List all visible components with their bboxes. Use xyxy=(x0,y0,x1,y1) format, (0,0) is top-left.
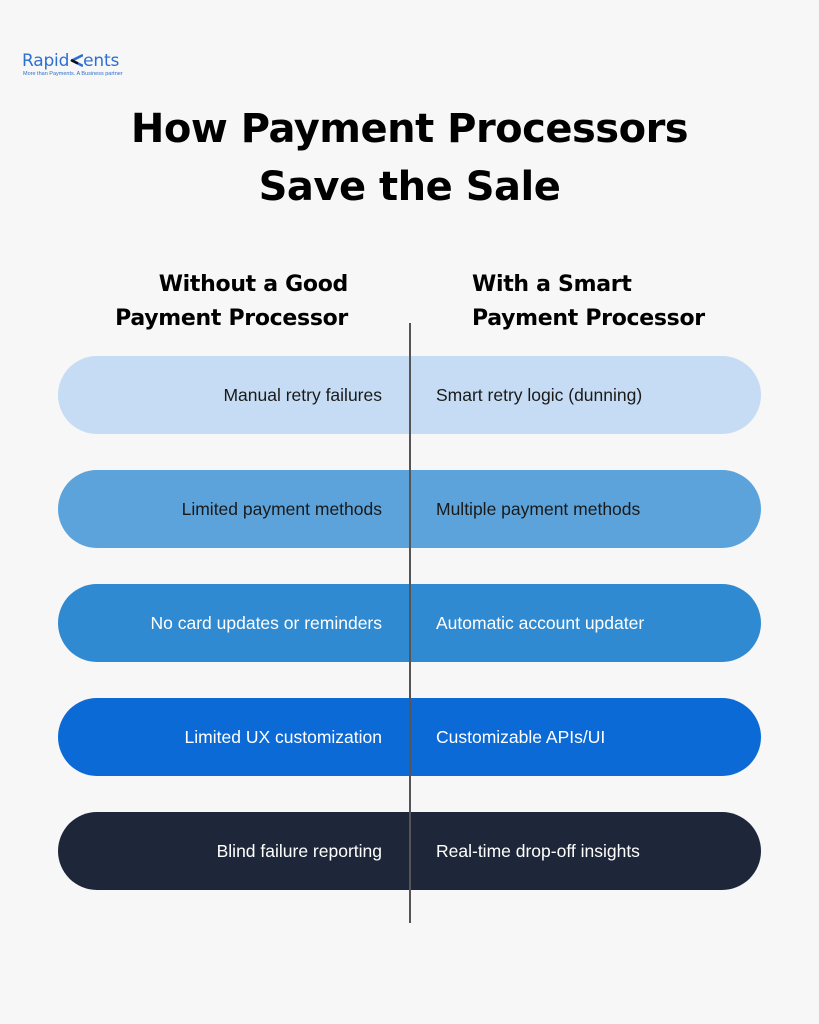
with-item: Smart retry logic (dunning) xyxy=(436,385,643,405)
column-header-with: With a Smart Payment Processor xyxy=(472,268,705,336)
column-header-without-line-2: Payment Processor xyxy=(115,306,348,331)
logo-prefix: Rapid xyxy=(22,51,70,71)
logo-suffix: ents xyxy=(83,51,120,71)
without-item: Limited UX customization xyxy=(184,727,382,747)
logo-wordmark: Rapid ents xyxy=(22,52,162,70)
column-header-without-line-1: Without a Good xyxy=(158,272,349,297)
without-item: Limited payment methods xyxy=(181,499,382,519)
without-item: Blind failure reporting xyxy=(216,841,382,861)
column-header-without: Without a Good Payment Processor xyxy=(115,268,348,336)
center-divider xyxy=(409,323,411,923)
with-item: Customizable APIs/UI xyxy=(436,727,606,747)
with-item: Real-time drop-off insights xyxy=(436,841,640,861)
title-line-1: How Payment Processors xyxy=(130,106,689,152)
with-item: Automatic account updater xyxy=(436,613,645,633)
column-header-with-line-1: With a Smart xyxy=(472,272,632,297)
title-line-2: Save the Sale xyxy=(258,164,561,210)
rapidcents-logo: Rapid ents More than Payments. A Business… xyxy=(22,52,162,82)
logo-tagline: More than Payments. A Business partner xyxy=(23,71,123,77)
column-header-with-line-2: Payment Processor xyxy=(472,306,705,331)
logo-c-mark-icon xyxy=(69,53,84,67)
without-item: Manual retry failures xyxy=(223,385,382,405)
with-item: Multiple payment methods xyxy=(436,499,641,519)
page-title: How Payment Processors Save the Sale xyxy=(0,100,819,216)
without-item: No card updates or reminders xyxy=(150,613,383,633)
